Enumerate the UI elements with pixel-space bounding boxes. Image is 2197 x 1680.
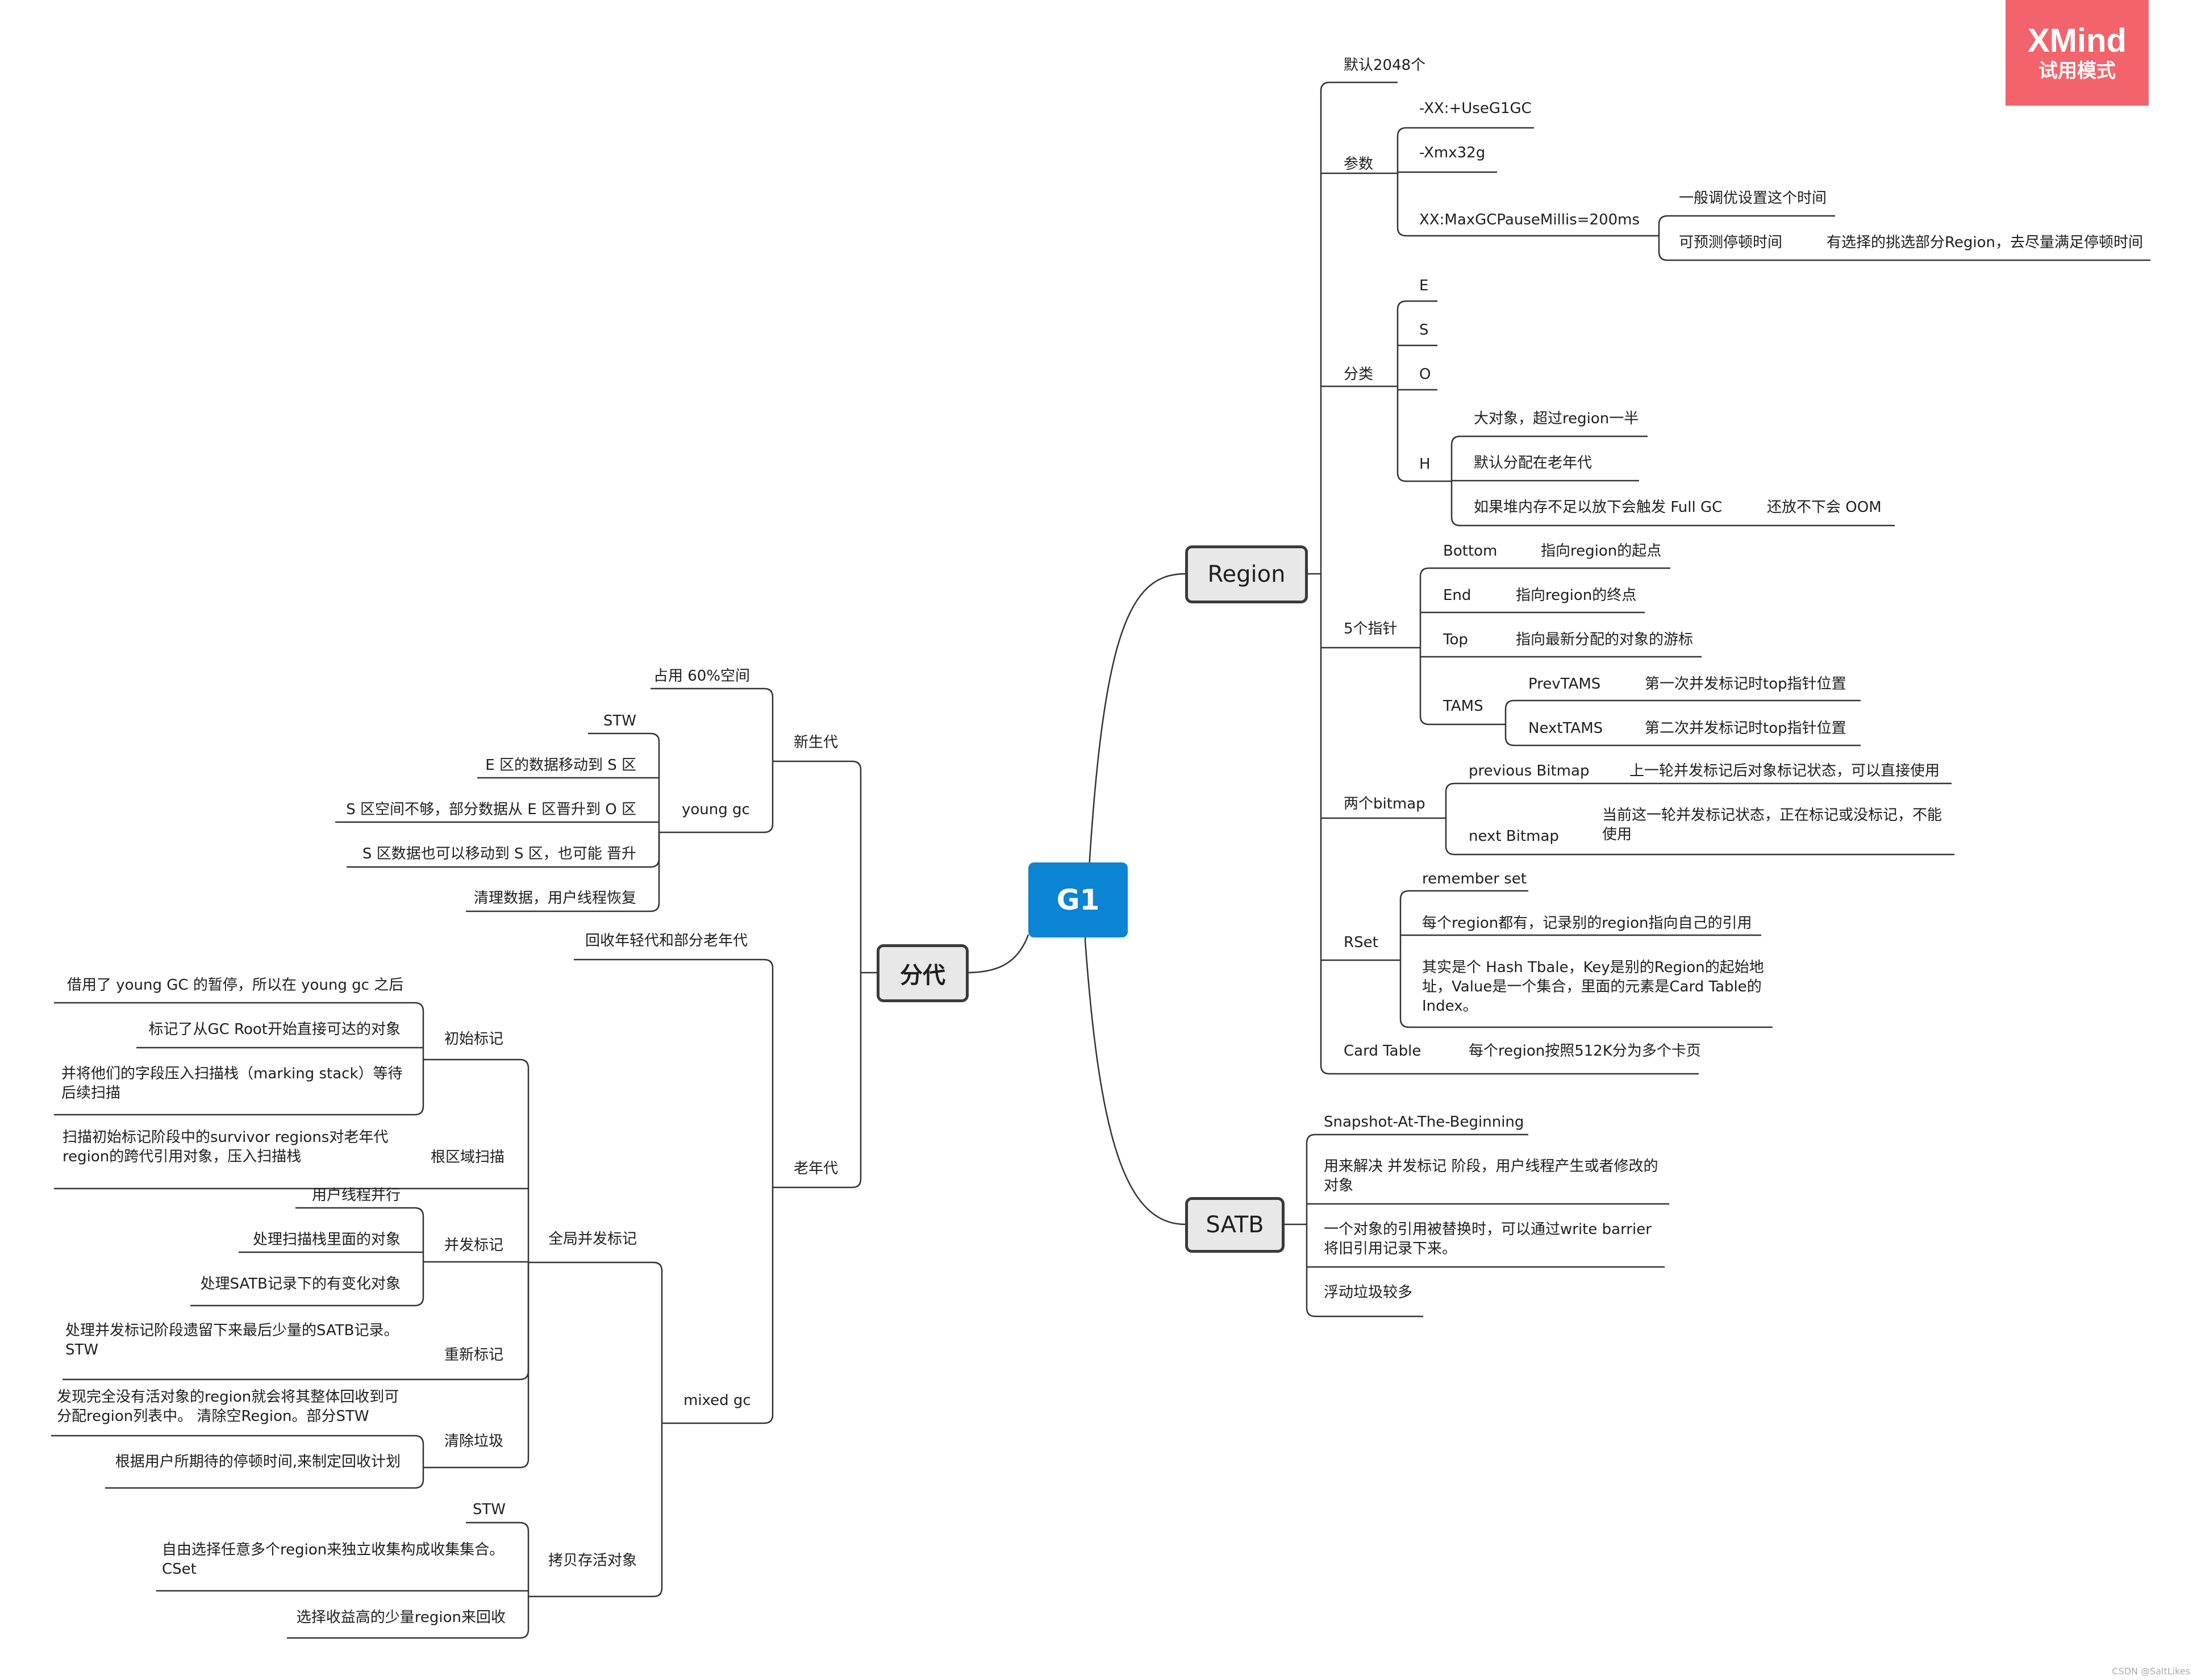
region-params-label[interactable]: 参数 [1344,156,1374,173]
xmind-trial-badge: XMind 试用模式 [2006,0,2149,106]
region-classify-label[interactable]: 分类 [1344,366,1374,383]
pointer-prev-tams-desc[interactable]: 第一次并发标记时top指针位置 [1645,676,1846,693]
young-gc-stw[interactable]: STW [603,712,636,729]
young-gen-label[interactable]: 新生代 [794,734,839,751]
topic-region[interactable]: Region [1185,545,1308,603]
concurrent-mark-3[interactable]: 处理SATB记录下的有变化对象 [200,1275,401,1293]
satb-purpose[interactable]: 用来解决 并发标记 阶段，用户线程产生或者修改的对象 [1324,1158,1658,1194]
initial-mark-3[interactable]: 并将他们的字段压入扫描栈（marking stack）等待后续扫描 [61,1065,403,1102]
param-xmx[interactable]: -Xmx32g [1419,144,1486,161]
pointer-prev-tams[interactable]: PrevTAMS [1528,676,1601,693]
bitmap-previous[interactable]: previous Bitmap [1469,762,1590,779]
young-gc-resume[interactable]: 清理数据，用户线程恢复 [473,890,636,907]
young-gc-promote[interactable]: S 区空间不够，部分数据从 E 区晋升到 O 区 [346,801,636,818]
old-recycle[interactable]: 回收年轻代和部分老年代 [585,932,748,949]
copy-select[interactable]: 选择收益高的少量region来回收 [296,1609,506,1626]
satb-full-name[interactable]: Snapshot-At-The-Beginning [1324,1114,1524,1131]
param-use-g1gc[interactable]: -XX:+UseG1GC [1419,100,1532,117]
xmind-logo: XMind [2028,22,2127,59]
copy-live-objects[interactable]: 拷贝存活对象 [548,1552,637,1569]
param-predictable-pause[interactable]: 可预测停顿时间 [1679,234,1783,251]
central-topic[interactable]: G1 [1028,862,1128,937]
h-full-gc[interactable]: 如果堆内存不足以放下会触发 Full GC [1474,499,1723,516]
param-max-pause[interactable]: XX:MaxGCPauseMillis=200ms [1419,211,1640,228]
pointer-next-tams[interactable]: NextTAMS [1528,720,1603,737]
mixed-gc-label[interactable]: mixed gc [683,1392,751,1409]
cleanup-2[interactable]: 根据用户所期待的停顿时间,来制定回收计划 [115,1453,401,1470]
watermark: CSDN @SaltLikes [2112,1666,2190,1677]
root-region-scan[interactable]: 根区域扫描 [431,1149,505,1166]
card-table-desc[interactable]: 每个region按照512K分为多个卡页 [1469,1043,1701,1060]
topic-generation[interactable]: 分代 [877,944,969,1002]
rset-hash-table[interactable]: 其实是个 Hash Tbale，Key是别的Region的起始地址，Value是… [1422,959,1764,1015]
classify-s[interactable]: S [1419,322,1429,339]
region-pointers-label[interactable]: 5个指针 [1344,620,1398,637]
param-predictable-pause-detail[interactable]: 有选择的挑选部分Region，去尽量满足停顿时间 [1827,234,2144,251]
classify-e[interactable]: E [1419,277,1429,294]
bitmap-previous-desc[interactable]: 上一轮并发标记后对象标记状态，可以直接使用 [1629,762,1940,779]
satb-write-barrier[interactable]: 一个对象的引用被替换时，可以通过write barrier将旧引用记录下来。 [1324,1221,1652,1257]
global-concurrent-mark[interactable]: 全局并发标记 [548,1231,637,1248]
young-occupy[interactable]: 占用 60%空间 [653,668,751,685]
region-rset-label[interactable]: RSet [1344,934,1378,951]
pointer-bottom-desc[interactable]: 指向region的起点 [1541,543,1662,560]
h-large-object[interactable]: 大对象，超过region一半 [1474,410,1639,427]
trial-mode-label: 试用模式 [2038,60,2116,82]
young-gc-s-to-s[interactable]: S 区数据也可以移动到 S 区，也可能 晋升 [362,845,636,862]
rset-each-region[interactable]: 每个region都有，记录别的region指向自己的引用 [1422,915,1752,932]
young-gc-e-to-s[interactable]: E 区的数据移动到 S 区 [485,757,636,774]
young-gc-label[interactable]: young gc [682,801,750,818]
copy-stw[interactable]: STW [472,1501,506,1518]
pointer-top[interactable]: Top [1443,631,1468,648]
classify-h[interactable]: H [1419,456,1431,473]
concurrent-mark-1[interactable]: 用户线程并行 [311,1187,401,1204]
pointer-end[interactable]: End [1443,587,1471,604]
pointer-next-tams-desc[interactable]: 第二次并发标记时top指针位置 [1645,720,1846,737]
initial-mark-2[interactable]: 标记了从GC Root开始直接可达的对象 [148,1021,401,1038]
h-old-gen[interactable]: 默认分配在老年代 [1474,455,1592,472]
copy-cset[interactable]: 自由选择任意多个region来独立收集构成收集集合。CSet [162,1541,505,1578]
topic-satb[interactable]: SATB [1185,1197,1285,1253]
h-oom[interactable]: 还放不下会 OOM [1767,499,1882,516]
pointer-tams[interactable]: TAMS [1443,698,1483,715]
concurrent-mark-2[interactable]: 处理扫描栈里面的对象 [252,1231,401,1248]
concurrent-mark[interactable]: 并发标记 [444,1237,504,1254]
region-bitmap-label[interactable]: 两个bitmap [1344,795,1425,812]
bitmap-next[interactable]: next Bitmap [1469,828,1559,845]
bitmap-next-desc[interactable]: 当前这一轮并发标记状态，正在标记或没标记，不能使用 [1602,807,1942,843]
rset-remember-set[interactable]: remember set [1422,870,1527,887]
root-region-scan-desc[interactable]: 扫描初始标记阶段中的survivor regions对老年代region的跨代引… [62,1129,389,1165]
pointer-bottom[interactable]: Bottom [1443,543,1498,560]
classify-o[interactable]: O [1419,366,1431,383]
satb-floating-garbage[interactable]: 浮动垃圾较多 [1324,1284,1413,1301]
param-max-pause-note[interactable]: 一般调优设置这个时间 [1679,190,1827,207]
initial-mark[interactable]: 初始标记 [444,1031,504,1048]
initial-mark-1[interactable]: 借用了 young GC 的暂停，所以在 young gc 之后 [67,977,404,994]
remark-desc[interactable]: 处理并发标记阶段遗留下来最后少量的SATB记录。STW [65,1322,399,1358]
old-gen-label[interactable]: 老年代 [794,1160,839,1177]
remark[interactable]: 重新标记 [444,1346,504,1364]
pointer-end-desc[interactable]: 指向region的终点 [1516,587,1637,604]
cleanup-1[interactable]: 发现完全没有活对象的region就会将其整体回收到可分配region列表中。 清… [57,1389,399,1425]
region-default-count[interactable]: 默认2048个 [1344,57,1426,74]
region-card-table-label[interactable]: Card Table [1344,1043,1421,1060]
cleanup[interactable]: 清除垃圾 [444,1433,504,1450]
pointer-top-desc[interactable]: 指向最新分配的对象的游标 [1516,631,1694,648]
